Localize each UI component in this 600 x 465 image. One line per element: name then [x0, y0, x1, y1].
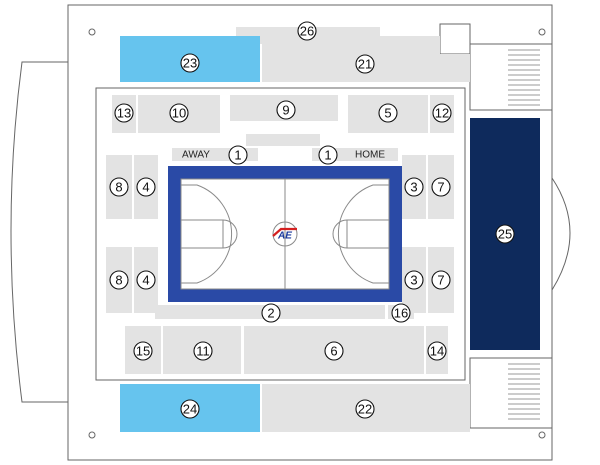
home-label: HOME: [355, 150, 385, 161]
svg-text:7: 7: [437, 273, 444, 288]
corner-marker: [88, 431, 96, 439]
svg-text:5: 5: [384, 106, 391, 121]
svg-text:13: 13: [117, 106, 131, 121]
corner-markers: [88, 28, 546, 439]
section-marker-4-top[interactable]: 4: [136, 177, 156, 197]
right-curved-wall: [551, 177, 571, 291]
svg-text:14: 14: [430, 344, 444, 359]
section-marker-26[interactable]: 26: [297, 21, 317, 41]
svg-text:6: 6: [330, 344, 337, 359]
section-marker-10[interactable]: 10: [169, 103, 189, 123]
court-logo-text: AE: [277, 231, 292, 242]
section-marker-14[interactable]: 14: [427, 341, 447, 361]
section-marker-13[interactable]: 13: [114, 103, 134, 123]
stairs-frame: [439, 23, 471, 55]
section-marker-24[interactable]: 24: [180, 399, 200, 419]
three-point-line-right: [337, 184, 389, 284]
svg-text:9: 9: [282, 103, 289, 118]
svg-text:10: 10: [172, 106, 186, 121]
section-marker-23[interactable]: 23: [180, 53, 200, 73]
left-curved-wall: [10, 61, 68, 403]
arena-outline: [10, 4, 571, 461]
section-marker-1-away[interactable]: 1: [228, 145, 248, 165]
stairs-bottom-right: [469, 357, 553, 429]
section-marker-21[interactable]: 21: [355, 54, 375, 74]
section-marker-1-home[interactable]: 1: [318, 145, 338, 165]
svg-text:12: 12: [435, 106, 449, 121]
svg-text:3: 3: [410, 273, 417, 288]
section-marker-16[interactable]: 16: [391, 303, 411, 323]
section-marker-5[interactable]: 5: [378, 103, 398, 123]
section-marker-3-bottom[interactable]: 3: [404, 270, 424, 290]
section-bench-top: [246, 134, 320, 146]
key-left: [180, 219, 224, 249]
basketball-court: AE: [168, 166, 402, 302]
section-marker-7-top[interactable]: 7: [431, 177, 451, 197]
stairs-top-right: [439, 23, 553, 111]
outer-building: [67, 4, 553, 461]
svg-text:3: 3: [410, 180, 417, 195]
svg-text:24: 24: [183, 402, 197, 417]
svg-text:21: 21: [358, 57, 372, 72]
svg-text:8: 8: [115, 180, 122, 195]
svg-text:25: 25: [498, 227, 512, 242]
svg-text:1: 1: [324, 148, 331, 163]
svg-text:16: 16: [394, 306, 408, 321]
stairs-frame: [469, 357, 553, 429]
corner-marker: [538, 28, 546, 36]
section-marker-8-top[interactable]: 8: [109, 177, 129, 197]
inner-floor-boundary: [95, 87, 466, 381]
corner-marker: [538, 431, 546, 439]
section-marker-11[interactable]: 11: [193, 341, 213, 361]
section-marker-8-bottom[interactable]: 8: [109, 270, 129, 290]
svg-text:22: 22: [358, 402, 372, 417]
svg-text:8: 8: [115, 273, 122, 288]
section-marker-6[interactable]: 6: [324, 341, 344, 361]
free-throw-arc-right: [332, 219, 348, 249]
svg-text:23: 23: [183, 56, 197, 71]
svg-text:11: 11: [196, 344, 210, 359]
arena-logo-icon: AE: [272, 227, 297, 242]
section-marker-7-bottom[interactable]: 7: [431, 270, 451, 290]
section-marker-4-bottom[interactable]: 4: [136, 270, 156, 290]
section-marker-15[interactable]: 15: [133, 341, 153, 361]
svg-text:4: 4: [142, 273, 149, 288]
free-throw-arc-left: [222, 219, 238, 249]
key-right: [346, 219, 390, 249]
section-marker-22[interactable]: 22: [355, 399, 375, 419]
svg-text:7: 7: [437, 180, 444, 195]
three-point-line-left: [181, 184, 233, 284]
svg-text:2: 2: [267, 306, 274, 321]
svg-text:15: 15: [136, 344, 150, 359]
center-circle: [272, 221, 298, 247]
svg-text:26: 26: [300, 24, 314, 39]
section-marker-25[interactable]: 25: [495, 224, 515, 244]
away-label: AWAY: [182, 150, 210, 161]
svg-text:4: 4: [142, 180, 149, 195]
corner-marker: [88, 28, 96, 36]
svg-text:1: 1: [234, 148, 241, 163]
section-marker-3-top[interactable]: 3: [404, 177, 424, 197]
section-marker-9[interactable]: 9: [276, 100, 296, 120]
section-marker-2[interactable]: 2: [261, 303, 281, 323]
section-marker-12[interactable]: 12: [432, 103, 452, 123]
